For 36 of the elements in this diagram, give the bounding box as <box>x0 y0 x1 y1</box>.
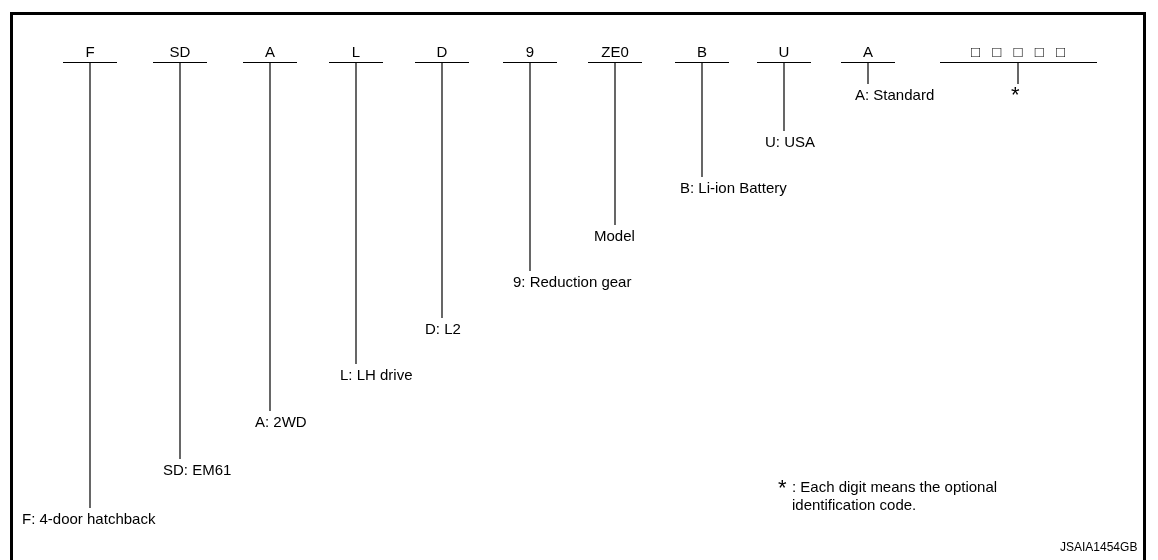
code-letter: D <box>415 43 469 63</box>
asterisk-mark: * <box>1011 86 1020 104</box>
leader-line <box>529 62 531 272</box>
code-description: F: 4-door hatchback <box>22 510 156 527</box>
code-letter: A <box>841 43 895 63</box>
code-description: D: L2 <box>425 320 461 337</box>
code-description: B: Li-ion Battery <box>680 179 787 196</box>
code-description: 9: Reduction gear <box>513 273 632 290</box>
code-letter: U <box>757 43 811 63</box>
code-letter: L <box>329 43 383 63</box>
leader-line <box>355 62 357 365</box>
code-letter: ZE0 <box>588 43 642 63</box>
leader-line <box>701 62 703 178</box>
code-description: A: Standard <box>855 86 935 103</box>
code-letter: A <box>243 43 297 63</box>
leader-line <box>179 62 181 460</box>
code-letter: B <box>675 43 729 63</box>
leader-line <box>441 62 443 319</box>
leader-line <box>89 62 91 509</box>
leader-line <box>783 62 785 132</box>
leader-line <box>269 62 271 412</box>
figure-code: JSAIA1454GB <box>1060 539 1138 556</box>
leader-line <box>867 62 869 85</box>
leader-line <box>1017 62 1019 85</box>
footnote: : Each digit means the optional identification code. <box>792 478 999 514</box>
code-letter: 9 <box>503 43 557 63</box>
code-letter: SD <box>153 43 207 63</box>
asterisk-mark: * <box>778 479 787 497</box>
leader-line <box>614 62 616 226</box>
code-description: A: 2WD <box>255 413 307 430</box>
code-description: L: LH drive <box>340 366 413 383</box>
code-description: SD: EM61 <box>163 461 232 478</box>
code-letter: F <box>63 43 117 63</box>
code-description: U: USA <box>765 133 815 150</box>
code-description: Model <box>594 227 635 244</box>
code-digit-boxes: □ □ □ □ □ <box>939 43 1097 63</box>
